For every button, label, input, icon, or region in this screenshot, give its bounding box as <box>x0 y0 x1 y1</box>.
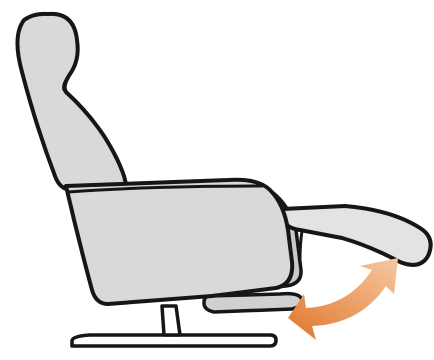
seat-body <box>66 180 292 304</box>
footrest-crease <box>300 231 302 260</box>
motion-arrow <box>288 258 398 340</box>
backrest <box>17 14 126 190</box>
footrest <box>282 206 431 265</box>
base-stem <box>162 306 180 335</box>
footrest-motion-arrow-icon <box>288 258 398 340</box>
